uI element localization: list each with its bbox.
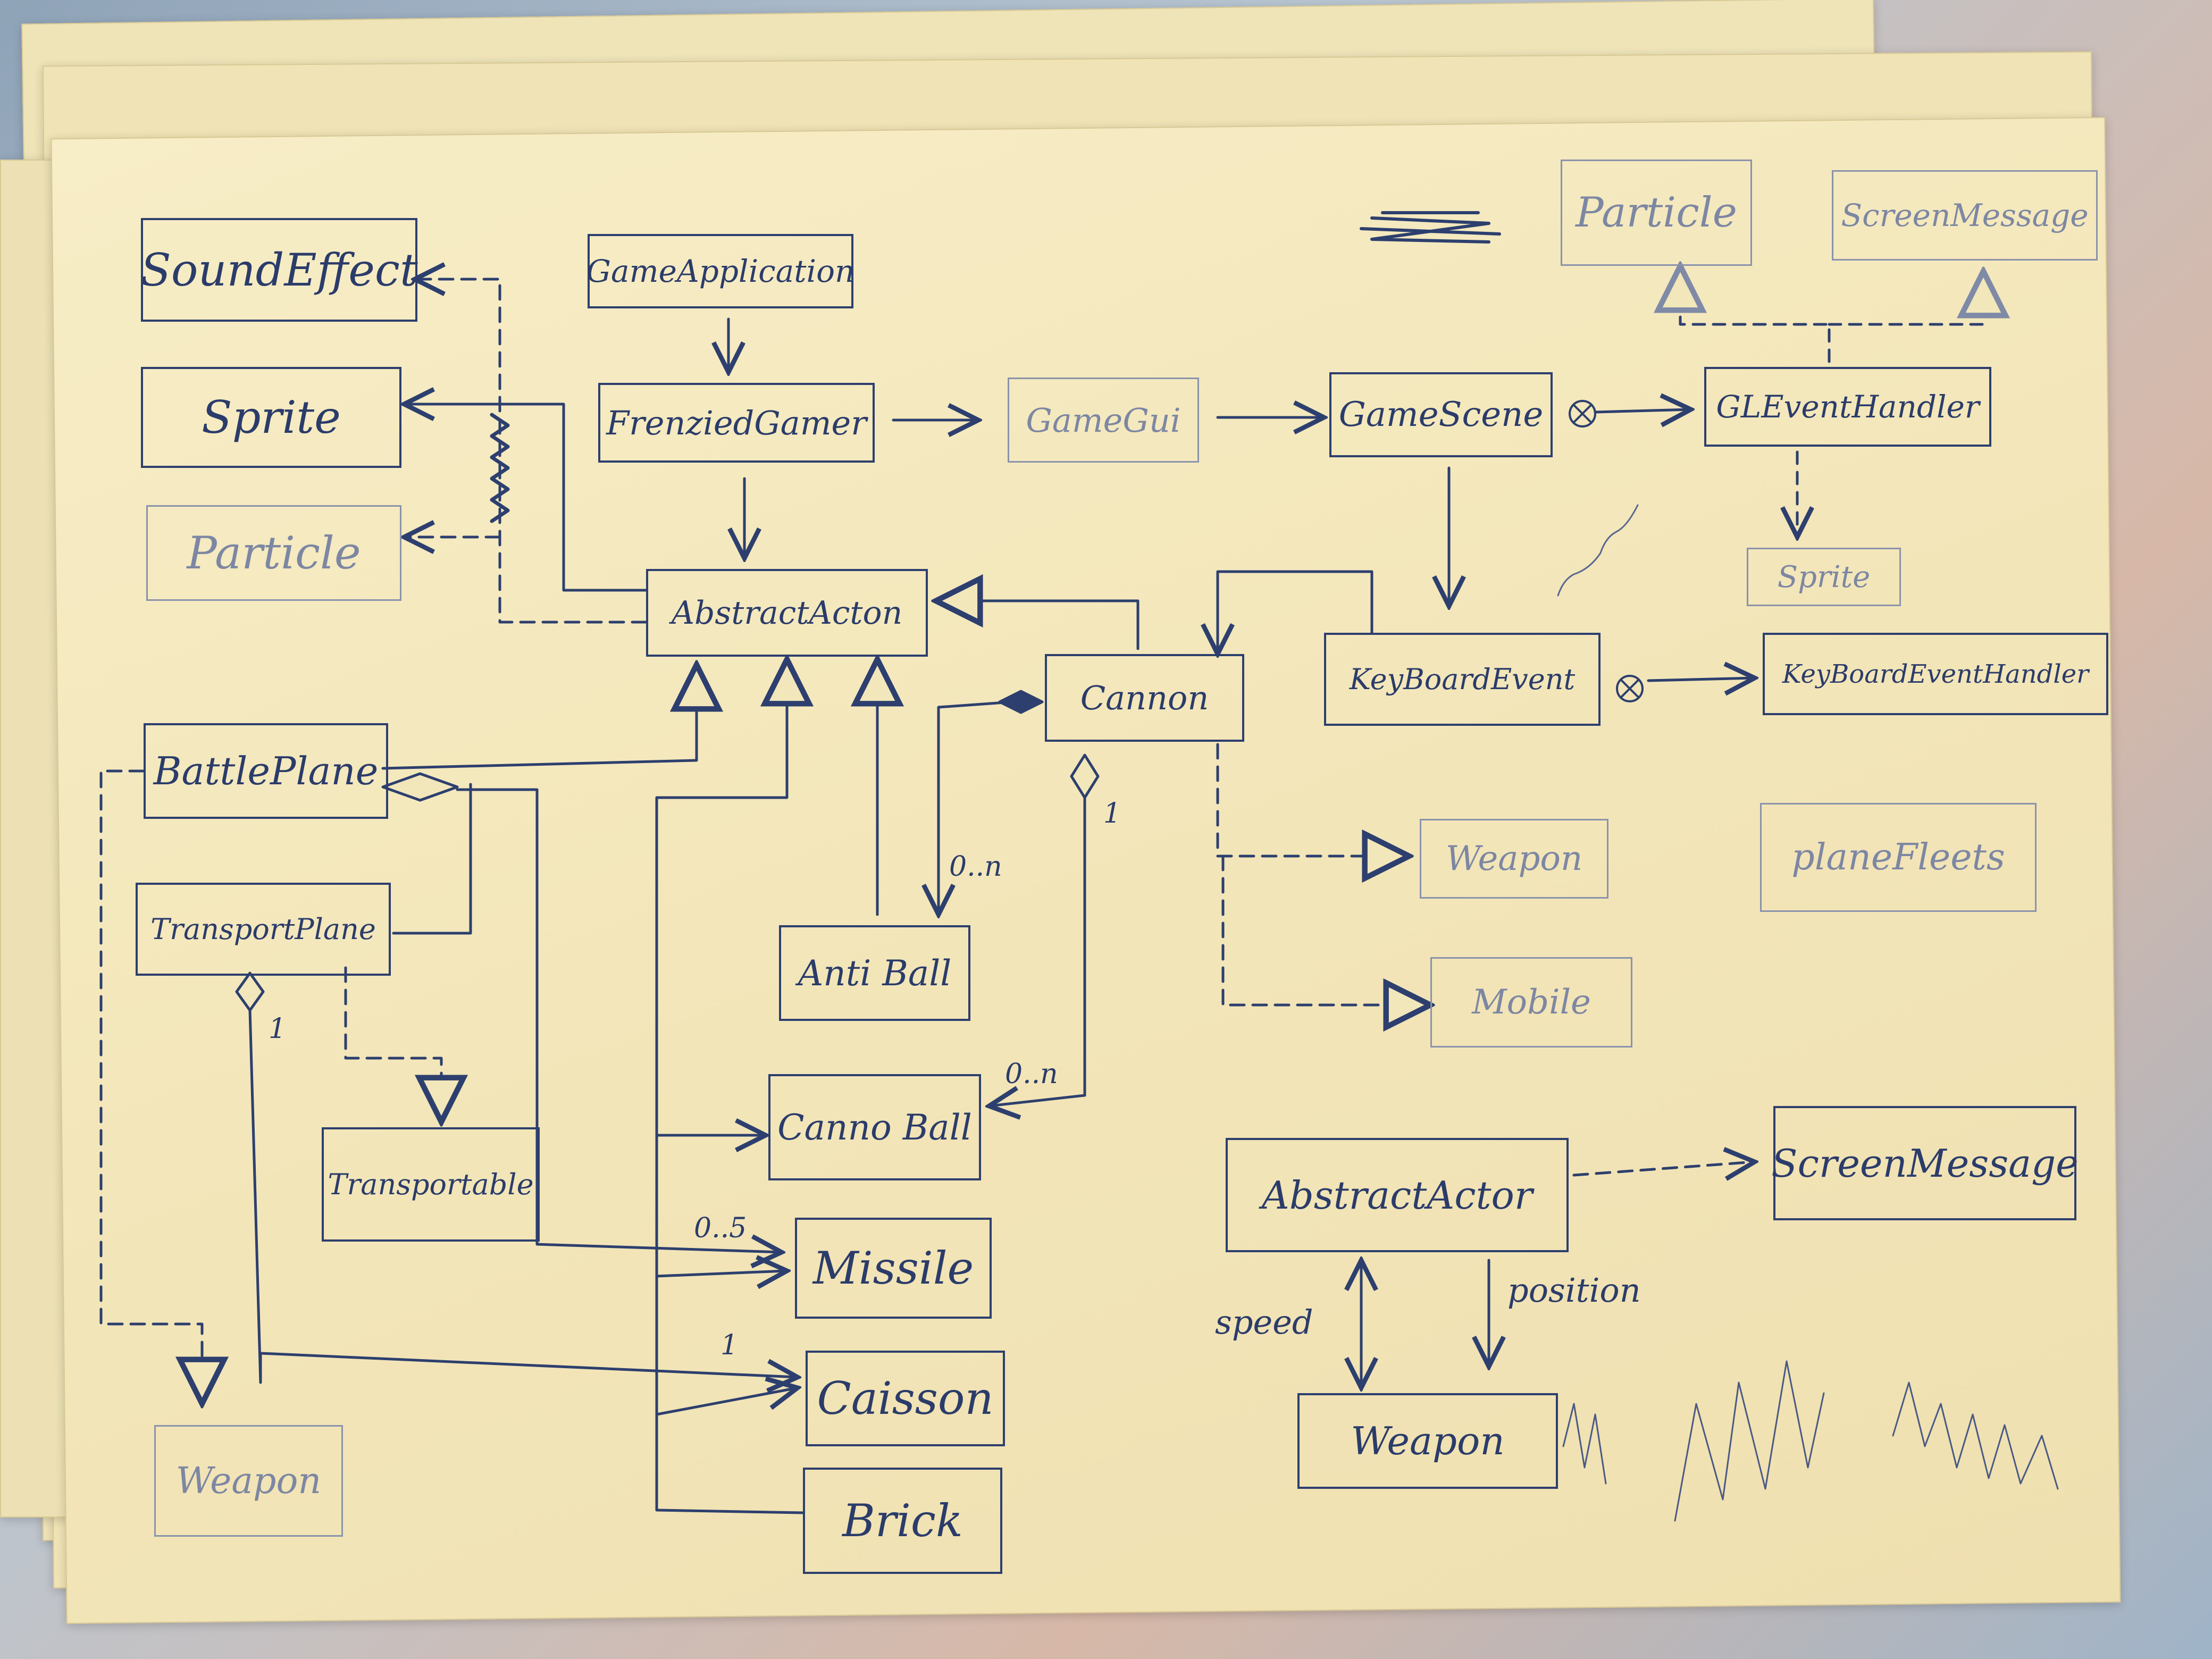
- edge-missile-group-to-abstract: [655, 659, 787, 1512]
- label-missile-mult: 0..5: [694, 1212, 747, 1244]
- node-game-gui: GameGui: [1008, 378, 1199, 463]
- node-keyboard-event-handler: KeyBoardEventHandler: [1763, 633, 2108, 715]
- aggregation-diamond-cannon-ball: [1070, 753, 1100, 799]
- node-game-scene: GameScene: [1329, 372, 1553, 457]
- node-cannon: Cannon: [1045, 654, 1244, 742]
- aggregation-diamond-transport: [235, 971, 265, 1012]
- edge-group-to-caisson: [655, 1388, 798, 1416]
- node-missile: Missile: [795, 1218, 992, 1319]
- node-transportable: Transportable: [322, 1127, 540, 1242]
- node-sprite-right: Sprite: [1747, 548, 1901, 606]
- edge-battle-to-weapon-left: [99, 769, 202, 1404]
- label-cannon-anti-mult: 0..n: [949, 851, 1002, 883]
- label-position: position: [1507, 1271, 1641, 1310]
- edge-cannon-to-mobile: [1221, 854, 1430, 1005]
- edge-transport-to-caisson: [248, 1009, 798, 1382]
- ink-scribble-left: [490, 413, 510, 523]
- node-abstract-action: AbstractActon: [646, 569, 928, 657]
- ink-squiggle-scene: [1557, 504, 1639, 597]
- label-speed: speed: [1215, 1303, 1313, 1342]
- node-keyboard-event: KeyBoardEvent: [1324, 633, 1601, 726]
- edge-scene-to-gl: [1594, 409, 1691, 412]
- aggregation-diamond-battle: [381, 772, 459, 802]
- edge-keyboard-x-mark: [1616, 675, 1644, 702]
- edge-cannon-to-antiball: [939, 700, 1015, 915]
- ink-scribble-top: [1360, 211, 1501, 244]
- node-sound-effect: SoundEffect: [140, 218, 418, 322]
- node-gl-event-handler: GLEventHandler: [1704, 367, 1991, 447]
- edge-cannon-to-abstract: [936, 601, 1139, 650]
- node-weapon-bottom: Weapon: [1297, 1393, 1558, 1489]
- node-battle-plane: BattlePlane: [144, 723, 388, 819]
- aggregation-diamond-cannon: [998, 690, 1044, 714]
- ink-scribble-bottom: [1562, 1360, 2059, 1522]
- edge-battle-to-abstract: [381, 665, 697, 770]
- node-particle-top: Particle: [1561, 160, 1752, 266]
- node-mobile: Mobile: [1430, 957, 1632, 1048]
- edge-actor-to-screenmsg-right: [1572, 1162, 1755, 1175]
- node-screen-message-right: ScreenMessage: [1771, 1106, 2079, 1220]
- node-abstract-actor: AbstractActor: [1226, 1138, 1569, 1252]
- node-brick: Brick: [803, 1468, 1002, 1574]
- edge-group-to-missile: [655, 1271, 787, 1276]
- node-screen-message-top: ScreenMessage: [1832, 170, 2098, 261]
- node-weapon-mid: Weapon: [1420, 819, 1608, 899]
- edge-scene-gl-x-mark: [1569, 400, 1596, 428]
- node-transport-plane: TransportPlane: [136, 883, 391, 976]
- edge-transport-to-transportable: [344, 966, 441, 1122]
- edge-keyboard-to-cannon: [1218, 570, 1373, 654]
- edge-gl-to-particle-top: [1680, 266, 1831, 363]
- node-plane-fleets: planeFleets: [1760, 803, 2037, 912]
- node-sprite-left: Sprite: [141, 367, 401, 468]
- edge-keyboard-to-handler: [1647, 678, 1755, 681]
- edge-group-to-brick: [655, 1509, 805, 1514]
- node-particle-left: Particle: [146, 505, 401, 601]
- label-transport-one: 1: [269, 1013, 287, 1045]
- edge-cannon-to-weapon-mid: [1216, 743, 1409, 856]
- edge-transportable-to-missile: [535, 1244, 782, 1252]
- label-caisson-one: 1: [720, 1329, 739, 1361]
- node-canno-ball: Canno Ball: [768, 1074, 981, 1180]
- edge-battle-to-transportable: [456, 788, 539, 1246]
- edge-transport-to-battle: [392, 783, 472, 935]
- node-anti-ball: Anti Ball: [779, 925, 970, 1021]
- node-caisson: Caisson: [806, 1351, 1005, 1446]
- edge-abstract-to-sprite: [404, 404, 648, 592]
- edge-cannon-to-cannoball: [989, 796, 1086, 1106]
- node-weapon-left: Weapon: [154, 1425, 343, 1537]
- node-frenzied-gamer: FrenziedGamer: [598, 383, 875, 463]
- label-cannon-one: 1: [1103, 798, 1121, 830]
- node-game-application: GameApplication: [586, 234, 854, 308]
- edge-gl-to-screenmsg-top: [1828, 271, 1983, 326]
- label-cannon-canno-mult: 0..n: [1005, 1058, 1058, 1090]
